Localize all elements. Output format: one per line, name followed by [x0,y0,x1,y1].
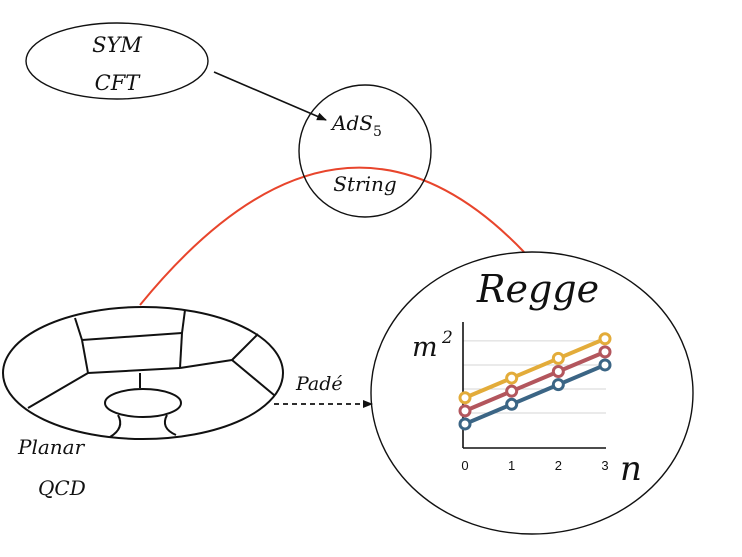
qcd-propagators [27,309,275,438]
x-tick-label: 2 [555,458,562,473]
data-point [505,397,519,411]
data-point [551,378,565,392]
data-point [458,417,472,431]
ads-circle [298,84,432,218]
ads-label-group: AdS5 [330,111,382,140]
qcd-inner-ellipse [104,388,182,418]
sym-cft-node: SYM CFT [25,22,209,100]
regge-title: Regge [476,267,599,311]
sym-label: SYM [92,33,142,57]
data-point [598,345,612,359]
regge-node: Regge [370,251,694,535]
holography-arc [139,166,525,306]
data-point [551,351,565,365]
pade-label: Padé [295,373,343,395]
data-point [505,371,519,385]
data-point [598,358,612,372]
data-point [458,404,472,418]
sym-cft-ellipse [25,22,209,100]
planar-qcd-diagram: Planar QCD [2,306,284,500]
series-line [464,350,606,413]
ads-label: AdS [330,111,373,135]
ads-string-node: AdS5 String [298,84,432,218]
string-label: String [333,172,396,196]
x-tick-label: 1 [508,458,515,473]
y-axis-label-superscript: 2 [441,328,453,348]
regge-ellipse [370,251,694,535]
x-tick-label: 3 [601,458,608,473]
data-point [551,365,565,379]
cft-label: CFT [95,71,142,95]
x-tick-label: 0 [461,458,468,473]
x-axis-label: n [620,449,642,489]
data-point [598,332,612,346]
duality-arrow [213,71,327,121]
qcd-label: QCD [38,476,86,500]
data-point [505,384,519,398]
y-axis-label: m [412,332,438,363]
ads-subscript: 5 [373,124,382,140]
series-line [464,336,606,400]
planar-label: Planar [17,435,86,459]
series-line [464,363,606,426]
data-point [458,391,472,405]
qcd-outer-ellipse [2,306,284,440]
